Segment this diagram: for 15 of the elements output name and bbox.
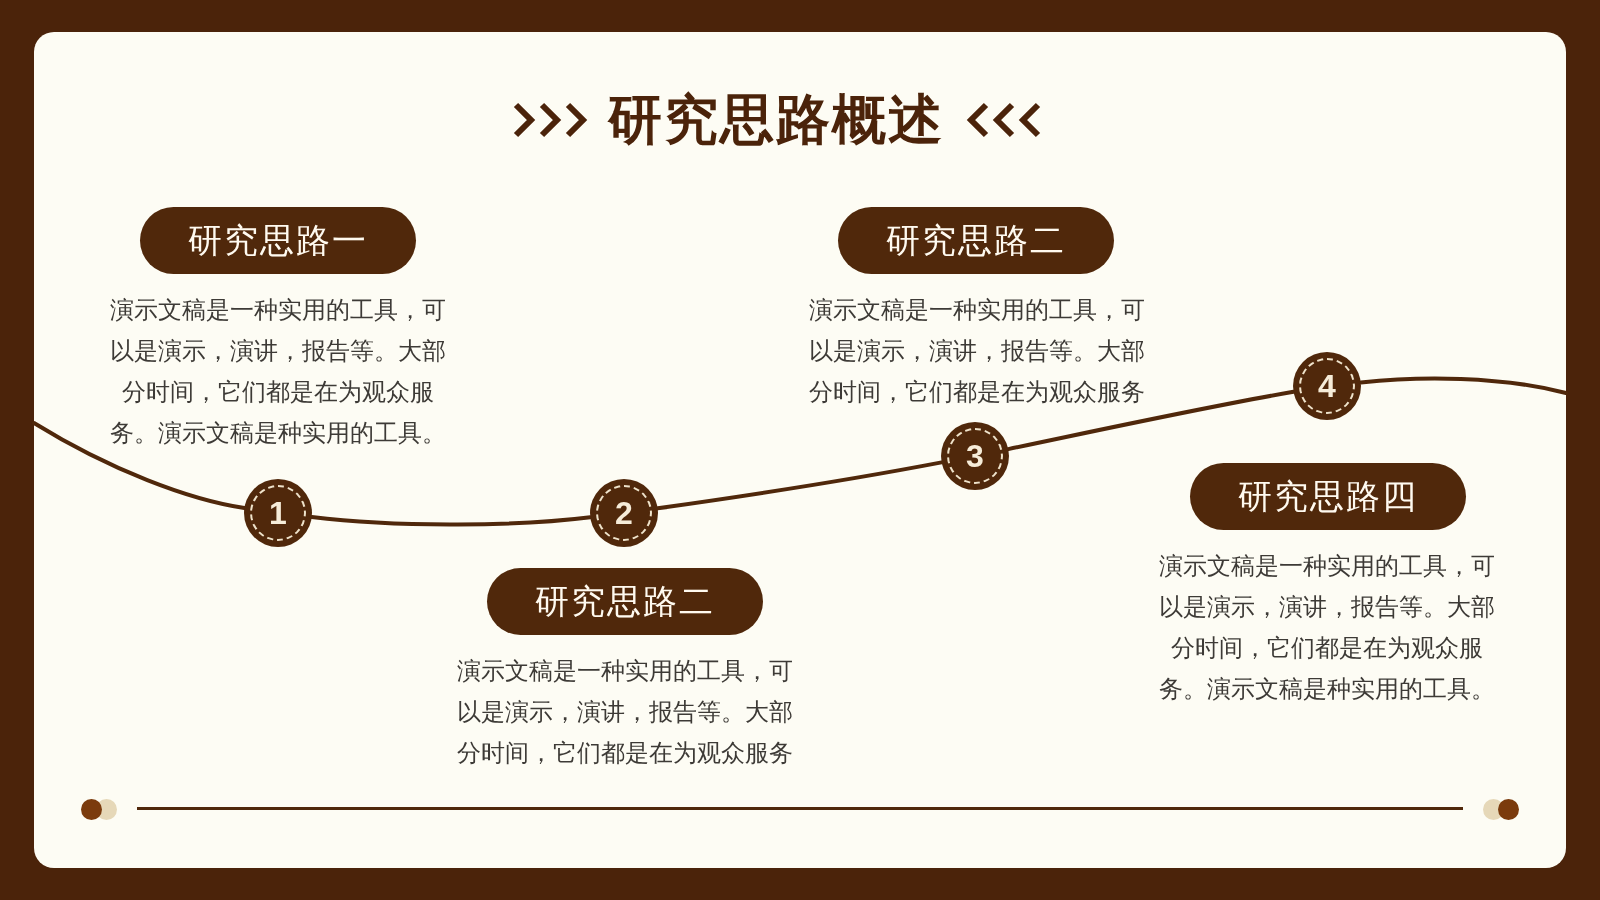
curve-line — [1006, 389, 1296, 452]
heading-pill: 研究思路二 — [487, 568, 763, 635]
slide-title: 研究思路概述 — [606, 88, 945, 151]
step-number: 2 — [615, 495, 633, 531]
description-text: 演示文稿是一种实用的工具，可以是演示，演讲，报告等。大部分时间，它们都是在为观众服务 — [456, 656, 794, 768]
heading-pill: 研究思路一 — [140, 207, 416, 274]
description-text: 演示文稿是一种实用的工具，可以是演示，演讲，报告等。大部分时间，它们都是在为观众服务。演示文稿是种实用的工具。 — [1158, 551, 1496, 704]
description-text: 演示文稿是一种实用的工具，可以是演示，演讲，报告等。大部分时间，它们都是在为观众服务。演示文稿是种实用的工具。 — [109, 295, 447, 448]
heading-pill: 研究思路四 — [1190, 463, 1466, 530]
step-number: 4 — [1318, 368, 1336, 404]
step-number: 1 — [269, 495, 287, 531]
curve-line — [32, 421, 247, 510]
heading-pill: 研究思路二 — [838, 207, 1114, 274]
step-number: 3 — [966, 438, 984, 474]
description-text: 演示文稿是一种实用的工具，可以是演示，演讲，报告等。大部分时间，它们都是在为观众服务 — [808, 295, 1146, 407]
